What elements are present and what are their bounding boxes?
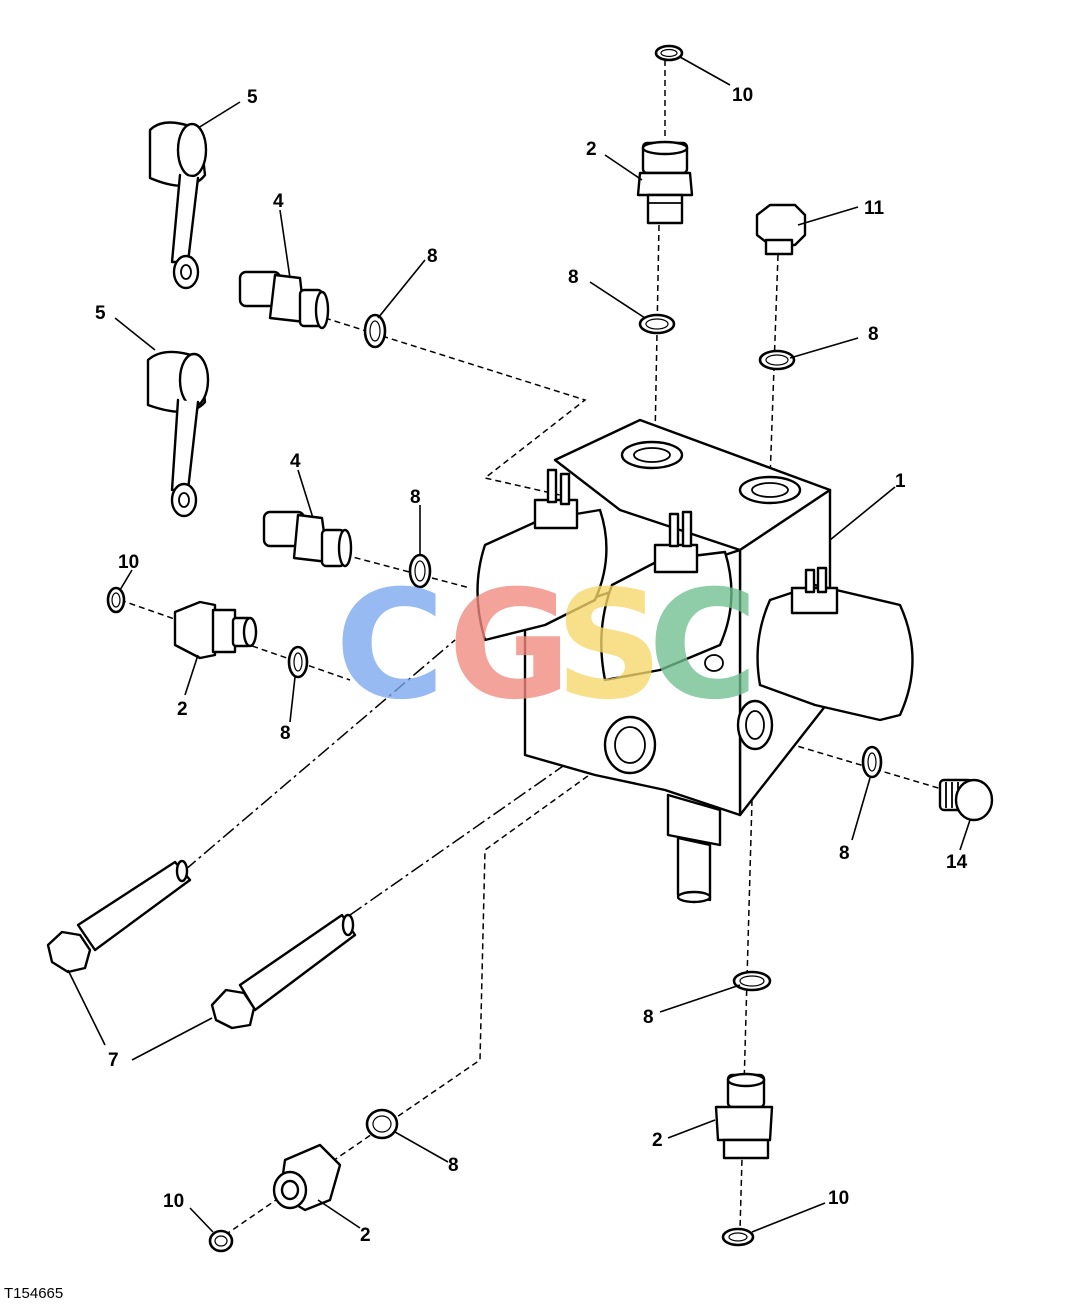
ring-8-right <box>758 349 796 371</box>
fitting-bottom-left <box>272 1143 342 1212</box>
centerline-top-port <box>654 224 660 441</box>
dust-cap-lower <box>146 350 210 518</box>
solenoid-middle <box>600 510 733 682</box>
ring-8-upper-coupler <box>363 313 387 349</box>
callout-8-d: 8 <box>410 487 421 508</box>
ring-10-left <box>106 586 126 614</box>
ring-8-left <box>287 645 309 679</box>
centerline-bolt-upper <box>184 639 456 871</box>
top-port-b <box>738 475 802 505</box>
callout-10-bottom-left: 10 <box>163 1191 184 1212</box>
watermark-letter-2: G <box>448 559 571 733</box>
callout-8-b: 8 <box>868 324 879 345</box>
callout-14: 14 <box>946 852 968 873</box>
solenoid-right <box>756 566 914 722</box>
centerline-bottom-fitting <box>739 799 753 1231</box>
callout-2-left: 2 <box>177 699 188 720</box>
callout-1: 1 <box>895 471 906 492</box>
callout-4-lower: 4 <box>290 451 301 472</box>
plug-11 <box>755 203 807 256</box>
coupler-lower <box>262 510 353 568</box>
watermark-letter-3: S <box>555 559 663 733</box>
ring-8-bottom-left <box>365 1108 399 1140</box>
callout-2-top: 2 <box>586 139 597 160</box>
solenoid-left <box>476 468 608 642</box>
callout-8-e: 8 <box>280 723 291 744</box>
plug-14 <box>938 778 994 822</box>
ring-8-bottom <box>732 970 772 992</box>
top-port-a <box>620 440 684 470</box>
callout-8-a: 8 <box>568 267 579 288</box>
callout-5-lower: 5 <box>95 303 106 324</box>
fitting-top <box>636 140 694 225</box>
side-port <box>736 699 774 751</box>
callout-8-f: 8 <box>839 843 850 864</box>
spool-stem <box>676 836 712 902</box>
callout-4-upper: 4 <box>273 191 284 212</box>
dust-cap-upper <box>148 121 208 290</box>
ring-10-bottom-right <box>721 1227 755 1247</box>
centerline-lower-coupler <box>344 554 471 589</box>
ring-10-bottom-left <box>208 1229 234 1253</box>
watermark-letter-4: C <box>648 559 758 733</box>
centerline-bottom-left-fitting <box>224 759 611 1236</box>
callout-10-top: 10 <box>732 85 753 106</box>
leader-lines <box>67 56 971 1233</box>
front-port <box>603 715 657 775</box>
bolt-upper <box>46 859 192 974</box>
callout-10-bottom-right: 10 <box>828 1188 849 1209</box>
callout-8-c: 8 <box>427 246 438 267</box>
callout-2-bottom-left: 2 <box>360 1225 371 1246</box>
watermark-letter-1: C <box>335 559 445 733</box>
fitting-left <box>173 600 258 660</box>
ring-8-side <box>861 745 883 779</box>
callout-labels: 10 2 11 8 8 8 4 5 5 4 8 1 10 2 8 8 14 7 … <box>95 85 968 1246</box>
callout-11: 11 <box>864 198 885 219</box>
centerline-upper-coupler <box>324 317 587 496</box>
connector-left <box>533 498 579 530</box>
callout-7: 7 <box>108 1050 119 1071</box>
callout-2-bottom-right: 2 <box>652 1130 663 1151</box>
callout-8-g: 8 <box>643 1007 654 1028</box>
callout-10-left: 10 <box>118 552 139 573</box>
document-id: T154665 <box>4 1285 63 1302</box>
ring-8-top <box>638 313 676 335</box>
o-rings <box>106 44 883 1253</box>
spool-body <box>666 793 722 847</box>
watermark: C G S C <box>335 559 758 733</box>
callout-8-h: 8 <box>448 1155 459 1176</box>
ring-10-top <box>654 44 684 62</box>
bolt-lower <box>210 913 357 1030</box>
fitting-bottom-right <box>714 1072 774 1160</box>
coupler-upper <box>238 270 330 330</box>
callout-5-upper: 5 <box>247 87 258 108</box>
